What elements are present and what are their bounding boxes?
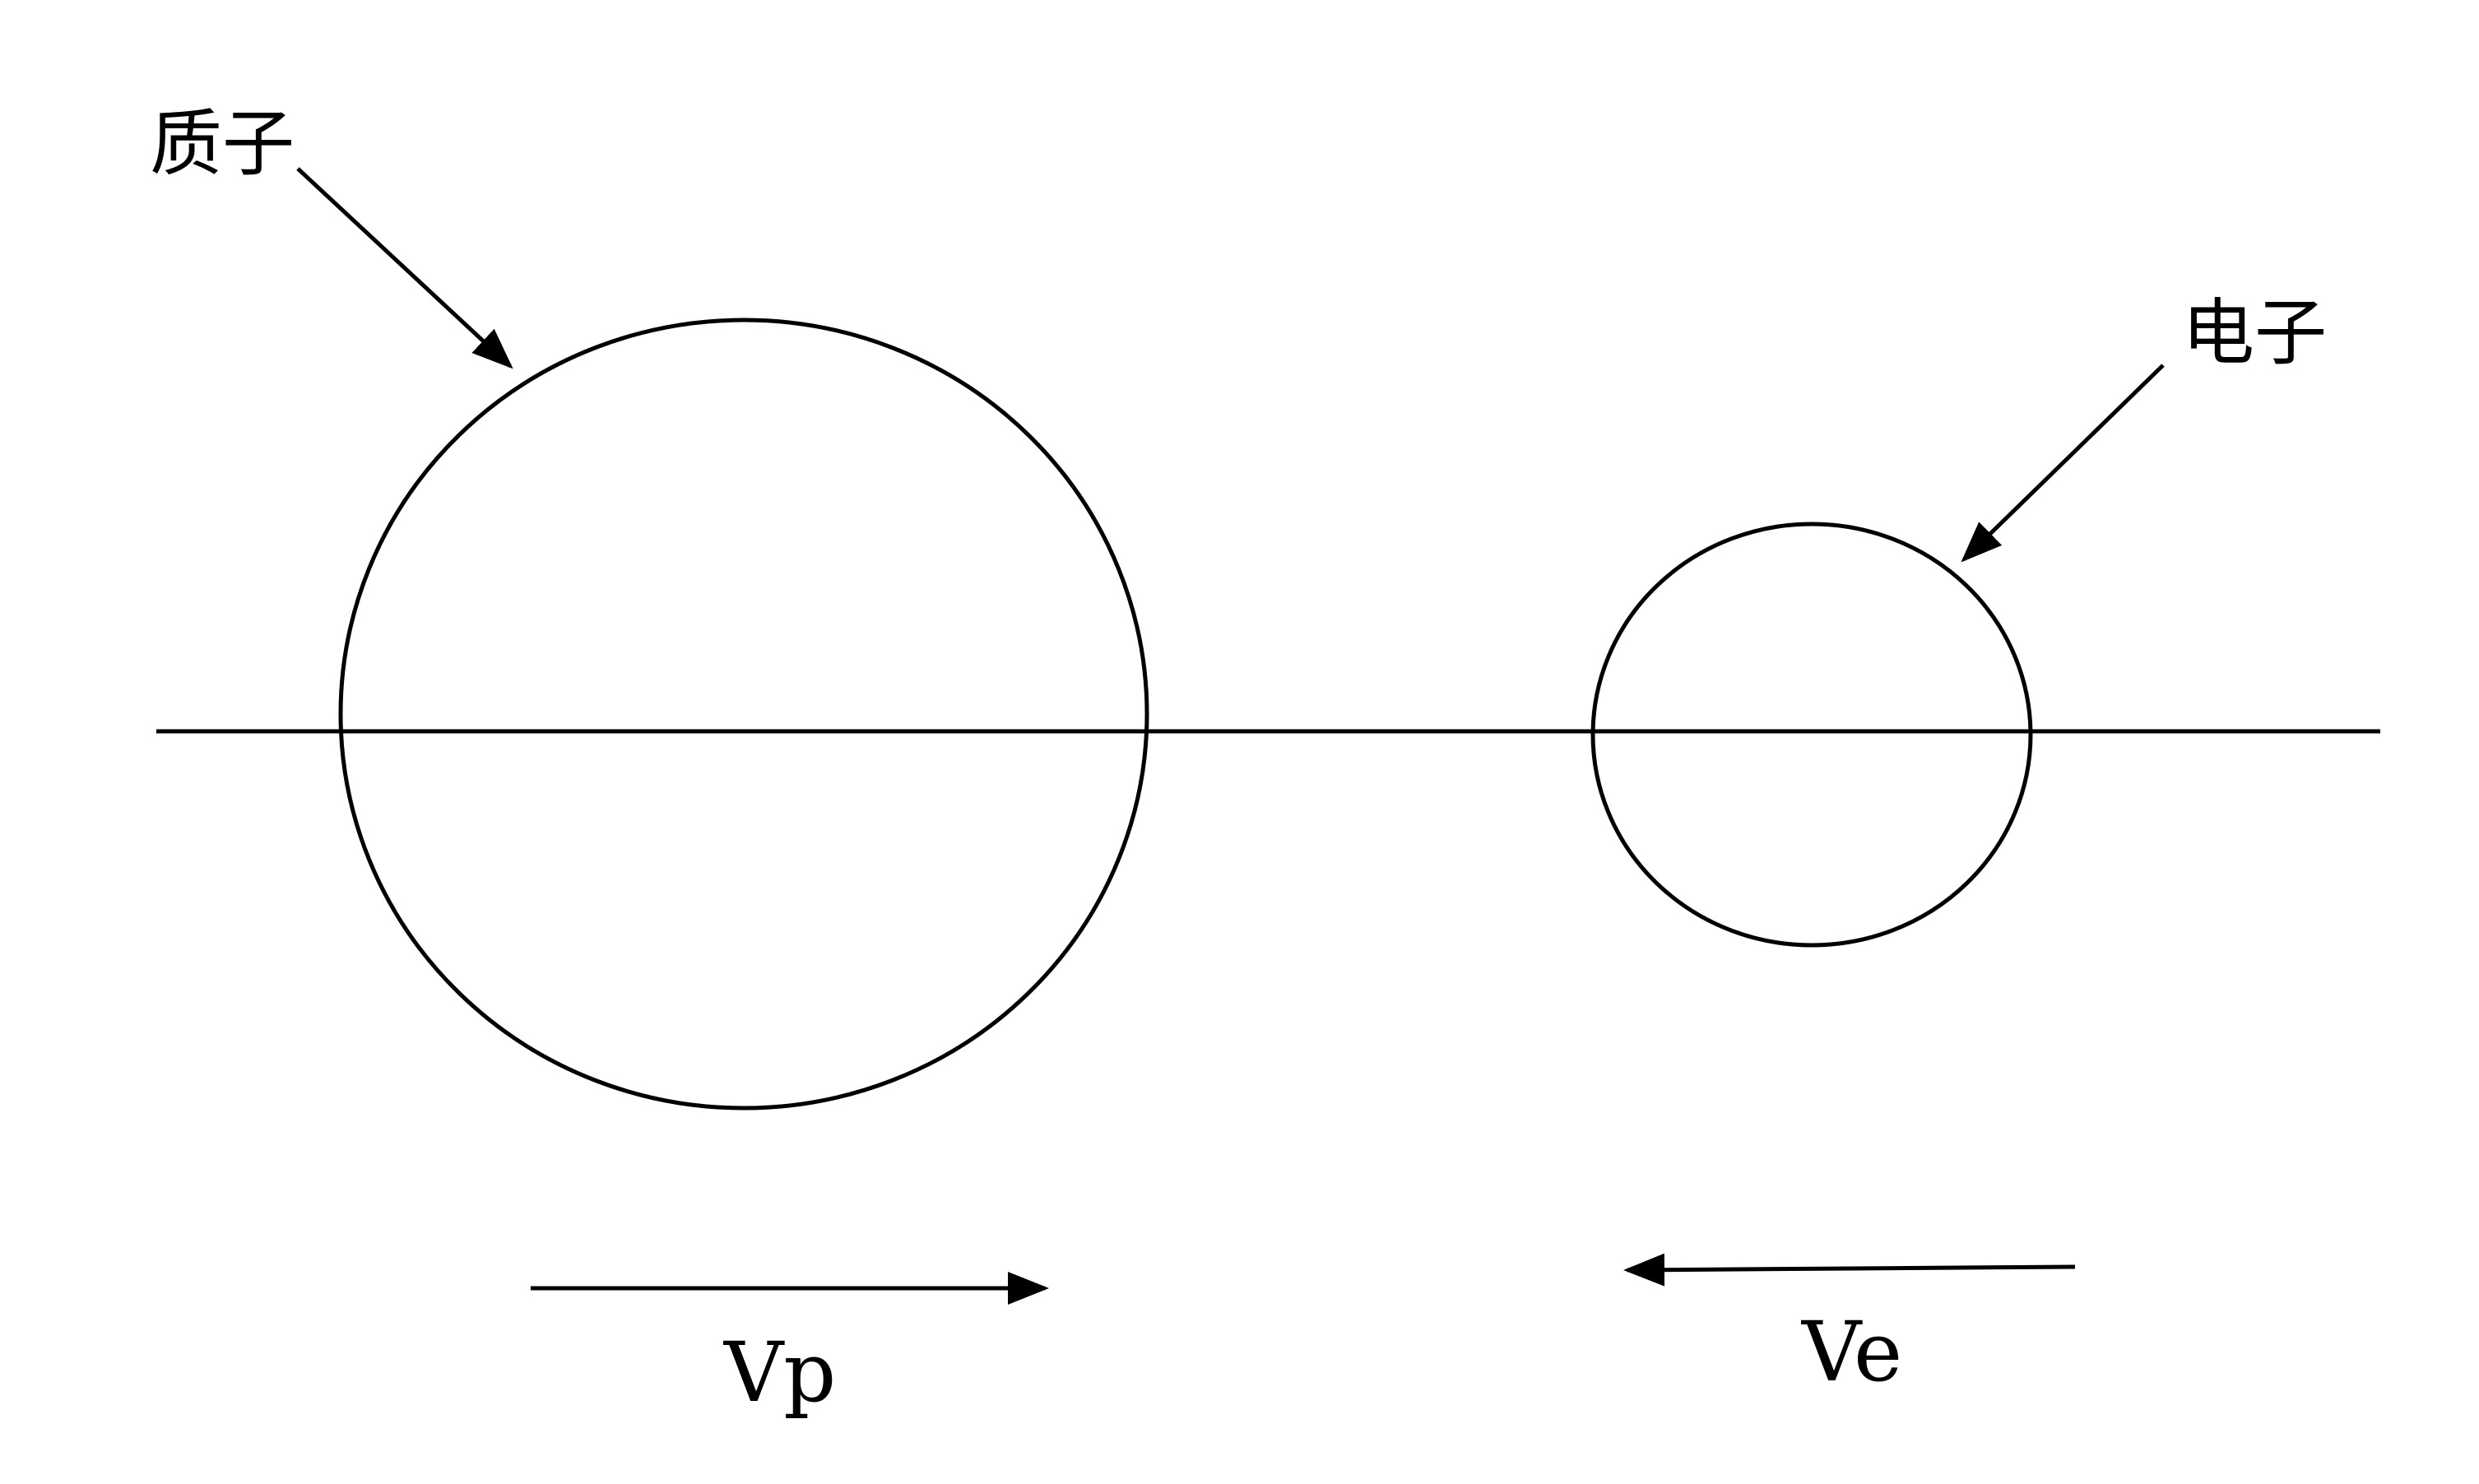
proton-pointer-arrow [296,167,513,369]
electron-velocity-label: Ve [1801,1304,1902,1400]
proton-circle [338,318,1149,1111]
electron-label: 电子 [2182,290,2327,375]
electron-velocity-arrow [1623,1253,2076,1287]
electron-pointer-arrow [1961,364,2165,563]
proton-velocity-label: Vp [723,1324,836,1421]
proton-label: 质子 [150,101,295,186]
electron-circle [1590,522,2033,948]
